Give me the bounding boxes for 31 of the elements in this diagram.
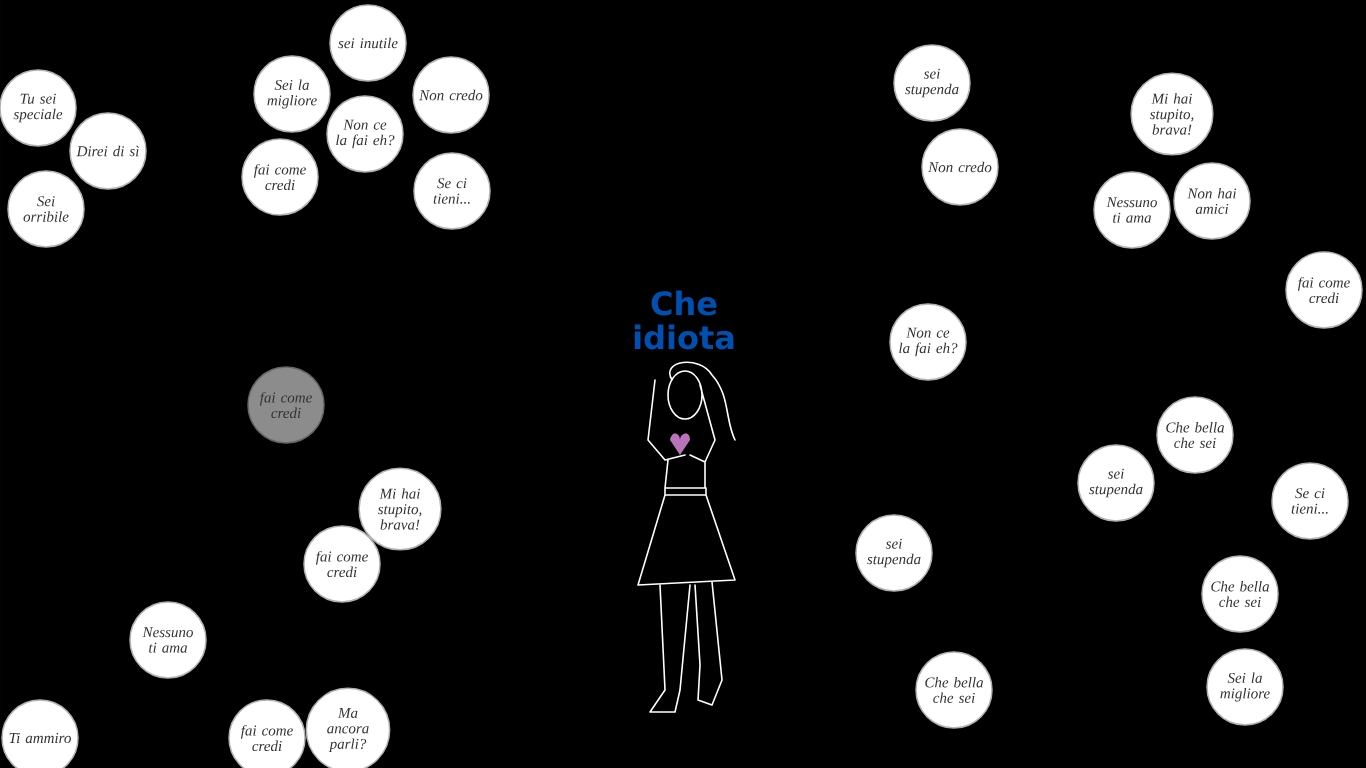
speech-bubble: Mi hai stupito, brava! <box>1130 72 1214 156</box>
speech-bubble: Tu sei speciale <box>0 69 77 147</box>
speech-bubble: Nessuno ti ama <box>1093 171 1171 249</box>
speech-bubble: Se ci tieni... <box>413 152 491 230</box>
speech-bubble: sei stupenda <box>855 514 933 592</box>
speech-bubble: Non ce la fai eh? <box>326 95 404 173</box>
speech-bubble: Che bella che sei <box>1201 555 1279 633</box>
speech-bubble: Non credo <box>921 128 999 206</box>
speech-bubble: Direi di sì <box>69 112 147 190</box>
speech-bubble: Mi hai stupito, brava! <box>358 467 442 551</box>
speech-bubble: Sei orribile <box>7 170 85 248</box>
speech-bubble: fai come credi <box>303 525 381 603</box>
speech-bubble: sei stupenda <box>893 44 971 122</box>
speech-bubble: fai come credi <box>228 699 306 768</box>
speech-bubble: Non credo <box>412 56 490 134</box>
speech-bubble: Se ci tieni... <box>1271 462 1349 540</box>
speech-bubble: Non ce la fai eh? <box>889 303 967 381</box>
title: Che idiota <box>634 290 734 350</box>
speech-bubble: Sei la migliore <box>253 55 331 133</box>
speech-bubble: Non hai amici <box>1173 162 1251 240</box>
speech-bubble: Che bella che sei <box>1156 396 1234 474</box>
speech-bubble: Sei la migliore <box>1206 648 1284 726</box>
speech-bubble: sei stupenda <box>1077 444 1155 522</box>
speech-bubble: Ti ammiro <box>1 699 79 768</box>
speech-bubble: Ma ancora parli? <box>305 687 391 768</box>
speech-bubble: fai come credi <box>247 366 325 444</box>
speech-bubble: Che bella che sei <box>915 651 993 729</box>
speech-bubble: sei inutile <box>329 4 407 82</box>
speech-bubble: Nessuno ti ama <box>129 601 207 679</box>
speech-bubble: fai come credi <box>241 138 319 216</box>
speech-bubble: fai come credi <box>1285 251 1363 329</box>
